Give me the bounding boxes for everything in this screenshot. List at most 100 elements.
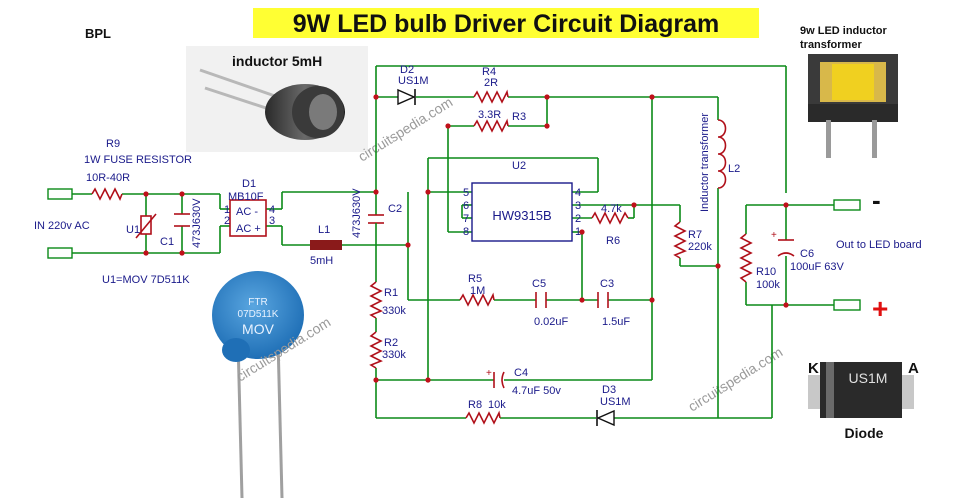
l2-desc: Inductor transformer	[699, 113, 711, 212]
brand-label: BPL	[85, 26, 111, 41]
input-terminal-1	[47, 188, 73, 200]
r3-value: 3.3R	[478, 109, 501, 121]
c2-value: 473J630V	[351, 188, 363, 238]
l2-inductor	[717, 119, 727, 189]
r7-label: R7	[688, 229, 702, 241]
d3-label: D3	[602, 384, 616, 396]
r8-label: R8	[468, 399, 482, 411]
component-labels: IN 220v AC R9 1W FUSE RESISTOR 10R-40R U…	[34, 64, 922, 411]
r2-resistor	[369, 331, 383, 369]
r1-value: 330k	[382, 305, 406, 317]
transformer-label-1: 9w LED inductor	[800, 25, 888, 37]
u2-ic	[471, 182, 573, 242]
watermark-1: circuitspedia.com	[355, 94, 455, 165]
r5-resistor	[459, 292, 495, 307]
r3-label: R3	[512, 111, 526, 123]
title-highlight	[253, 8, 759, 38]
svg-text:+: +	[771, 230, 777, 241]
c5-capacitor	[535, 292, 547, 308]
u1-desc: U1=MOV 7D511K	[102, 274, 190, 286]
d1-part: MB10F	[228, 191, 264, 203]
page-title: 9W LED bulb Driver Circuit Diagram	[293, 10, 719, 38]
inductor-photo-label: inductor 5mH	[232, 53, 322, 69]
r6-resistor	[591, 211, 629, 225]
r4-value: 2R	[484, 77, 498, 89]
c5-value: 0.02uF	[534, 316, 569, 328]
c3-capacitor	[597, 292, 609, 308]
c5-label: C5	[532, 278, 546, 290]
output-label: Out to LED board	[836, 239, 922, 251]
u2-part: HW9315B	[492, 208, 551, 223]
u2-pin1: 1	[575, 226, 581, 238]
d1-ac2: AC +	[236, 223, 261, 235]
r5-value: 1M	[470, 285, 485, 297]
u2-pin2: 2	[575, 213, 581, 225]
c6-label: C6	[800, 248, 814, 260]
r8-resistor	[465, 410, 501, 425]
d1-bridge-rectifier	[229, 199, 267, 237]
mov-photo: FTR 07D511K MOV	[212, 271, 304, 499]
l1-value: 5mH	[310, 255, 333, 267]
mov-line-2: 07D511K	[238, 309, 279, 320]
input-terminal-2	[47, 247, 73, 259]
d2-label: D2	[400, 64, 414, 76]
d1-label: D1	[242, 178, 256, 190]
mov-line-1: FTR	[248, 297, 267, 308]
r2-label: R2	[384, 337, 398, 349]
r9-desc: 1W FUSE RESISTOR	[84, 154, 192, 166]
u2-pin8: 8	[463, 226, 469, 238]
plus-sign: +	[872, 293, 888, 324]
diode-photo: US1M K A Diode	[808, 360, 919, 441]
u1-ref: U1	[126, 224, 140, 236]
r10-label: R10	[756, 266, 776, 278]
diode-a-label: A	[908, 360, 919, 377]
c1-capacitor	[174, 213, 190, 227]
r4-label: R4	[482, 66, 496, 78]
r2-value: 330k	[382, 349, 406, 361]
l1-label: L1	[318, 224, 330, 236]
u1-mov-symbol	[135, 213, 157, 239]
d1-pin1: 1	[224, 204, 230, 216]
d1-ac1: AC -	[236, 206, 258, 218]
d3-diode	[596, 409, 615, 427]
c1-value: 473J630V	[191, 198, 203, 248]
l1-inductor	[310, 240, 342, 250]
c4-value: 4.7uF 50v	[512, 385, 561, 397]
c3-label: C3	[600, 278, 614, 290]
r7-resistor	[673, 221, 687, 259]
r1-resistor	[369, 281, 383, 319]
c4-label: C4	[514, 367, 528, 379]
d3-part: US1M	[600, 396, 631, 408]
transformer-photo: 9w LED inductor transformer	[800, 25, 898, 158]
u2-label: U2	[512, 160, 526, 172]
d2-diode	[397, 88, 416, 106]
r4-resistor	[473, 89, 509, 104]
d1-pin2: 2	[224, 215, 230, 227]
d1-pin3: 3	[269, 215, 275, 227]
input-label: IN 220v AC	[34, 220, 90, 232]
u2-pin4: 4	[575, 187, 581, 199]
c1-label: C1	[160, 236, 174, 248]
u2-pin6: 6	[463, 200, 469, 212]
r10-resistor	[739, 233, 753, 283]
c6-value: 100uF 63V	[790, 261, 844, 273]
r5-label: R5	[468, 273, 482, 285]
wires	[72, 65, 834, 419]
r7-value: 220k	[688, 241, 712, 253]
transformer-label-2: transformer	[800, 39, 862, 51]
r3-resistor	[473, 118, 509, 133]
mov-line-3: MOV	[242, 321, 275, 337]
r9-name: R9	[106, 138, 120, 150]
c2-capacitor	[368, 214, 384, 232]
r10-value: 100k	[756, 279, 780, 291]
r6-value: 4.7k	[601, 203, 622, 215]
diode-k-label: K	[808, 360, 819, 377]
output-terminal-minus	[833, 199, 861, 211]
diode-photo-label: Diode	[845, 425, 884, 441]
output-terminal-plus	[833, 299, 861, 311]
r9-value: 10R-40R	[86, 172, 130, 184]
r8-value: 10k	[488, 399, 506, 411]
r9-resistor	[91, 187, 123, 201]
minus-sign: -	[872, 185, 881, 215]
